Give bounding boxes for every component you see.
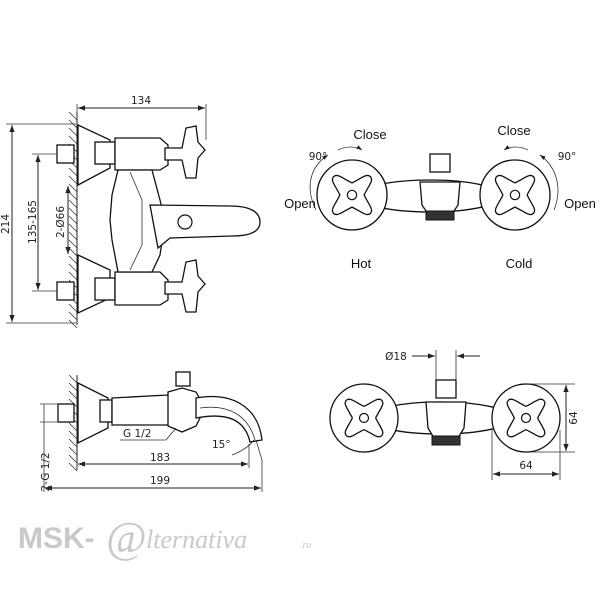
handle-cap xyxy=(358,412,370,424)
dim-handle-height: 64 xyxy=(568,411,580,425)
bottom-spout xyxy=(195,395,263,443)
watermark-tld: .ru xyxy=(300,540,311,551)
lower-connector xyxy=(94,277,116,301)
label-angle-right: 90° xyxy=(558,151,577,163)
wall-hatch-line xyxy=(68,183,78,193)
dim-outlet-thread: G 1/2 xyxy=(123,428,151,440)
wall-hatch-line xyxy=(68,271,78,281)
upper-connector xyxy=(94,141,116,165)
wall-hatch-line xyxy=(68,175,78,185)
diverter-top xyxy=(175,371,191,387)
wall-hatch-line xyxy=(68,135,78,145)
wall-hatch-line xyxy=(68,398,78,408)
front2-right-cross-handle xyxy=(506,398,546,438)
front-spout-body xyxy=(419,181,461,215)
hot-cross-handle xyxy=(331,174,373,216)
watermark-rest: lternativa xyxy=(146,525,247,554)
label-close-left: Close xyxy=(353,127,386,142)
wall-hatch-line xyxy=(68,191,78,201)
watermark-at: @ xyxy=(106,513,146,562)
lower-fitting xyxy=(56,281,75,301)
upper-cross-handle xyxy=(164,125,206,179)
wall-hatch-line xyxy=(68,422,78,432)
wall-hatch-line xyxy=(68,223,78,233)
watermark-brand: MSK- xyxy=(18,522,95,555)
wall-hatch-line xyxy=(68,382,78,392)
cold-cross-handle xyxy=(494,174,536,216)
wall-hatch-line xyxy=(68,255,78,265)
wall-hatch-line xyxy=(68,390,78,400)
spout xyxy=(149,204,261,250)
mixer-body xyxy=(109,169,166,273)
wall-hatch-line xyxy=(68,454,78,464)
wall-hatch-line xyxy=(68,111,78,121)
handle-cap xyxy=(520,412,532,424)
wall-hatch-line xyxy=(68,446,78,456)
wall-hatch-line xyxy=(68,199,78,209)
dim-reach-183: 183 xyxy=(150,452,170,464)
label-close-right: Close xyxy=(497,123,530,138)
upper-fitting xyxy=(56,144,75,164)
label-open-right: Open xyxy=(564,196,596,211)
wall-hatch-line xyxy=(68,239,78,249)
bottom-fitting xyxy=(57,403,75,423)
dim-depth-199: 199 xyxy=(150,475,170,487)
label-open-left: Open xyxy=(284,196,316,211)
label-cold: Cold xyxy=(506,256,533,271)
handle-cap xyxy=(509,189,521,201)
handle-cap xyxy=(346,189,358,201)
wall-hatch-line xyxy=(68,231,78,241)
dim-escutcheon: 2-Ø66 xyxy=(55,206,67,238)
bottom-view: G 1/2 15° 183 199 2-G 1/2 xyxy=(40,371,263,492)
wall-hatch-line xyxy=(68,462,78,472)
front2-aerator xyxy=(431,435,461,446)
diverter-knob xyxy=(177,214,193,230)
wall-hatch-line xyxy=(68,319,78,329)
wall-hatch-line xyxy=(68,430,78,440)
wall-hatch-line xyxy=(68,438,78,448)
bottom-connector xyxy=(99,399,113,423)
bottom-escutcheon xyxy=(77,381,109,445)
upper-valve-body xyxy=(114,137,169,171)
upper-escutcheon xyxy=(77,123,111,187)
side-view: 134 214 135-165 2-Ø66 xyxy=(0,95,261,329)
front-diverter xyxy=(429,153,451,173)
wall-hatch-line xyxy=(68,263,78,273)
front2-diverter xyxy=(435,379,457,399)
dim-inlet-thread: 2-G 1/2 xyxy=(40,452,52,491)
wall-hatch-line xyxy=(68,207,78,217)
dim-handle-width: 64 xyxy=(519,460,533,472)
front-view: Close Close 90° 90° Open Open Hot Cold xyxy=(284,123,596,271)
lower-valve-body xyxy=(114,271,169,306)
wall-hatch-line xyxy=(68,167,78,177)
wall-hatch-line xyxy=(68,215,78,225)
dim-spindle: Ø18 xyxy=(385,351,407,363)
wall-hatch-line xyxy=(68,247,78,257)
bottom-body xyxy=(111,394,176,426)
label-hot: Hot xyxy=(351,256,372,271)
dim-center-distance: 135-165 xyxy=(27,200,39,244)
dim-spout-angle: 15° xyxy=(212,439,231,451)
front2-left-cross-handle xyxy=(344,398,384,438)
dim-width-134: 134 xyxy=(131,95,151,107)
label-angle-left: 90° xyxy=(309,151,328,163)
front-view-dimensioned: Ø18 64 64 xyxy=(329,350,580,480)
front2-spout-body xyxy=(425,401,467,439)
wall-hatch-line xyxy=(68,127,78,137)
wall-hatch-line xyxy=(68,311,78,321)
front-aerator xyxy=(425,210,455,221)
wall-hatch-line xyxy=(68,303,78,313)
lower-cross-handle xyxy=(164,259,206,313)
dim-height-214: 214 xyxy=(0,214,12,234)
wall-hatch-line xyxy=(68,374,78,384)
watermark: MSK- @ lternativa .ru xyxy=(18,513,311,562)
